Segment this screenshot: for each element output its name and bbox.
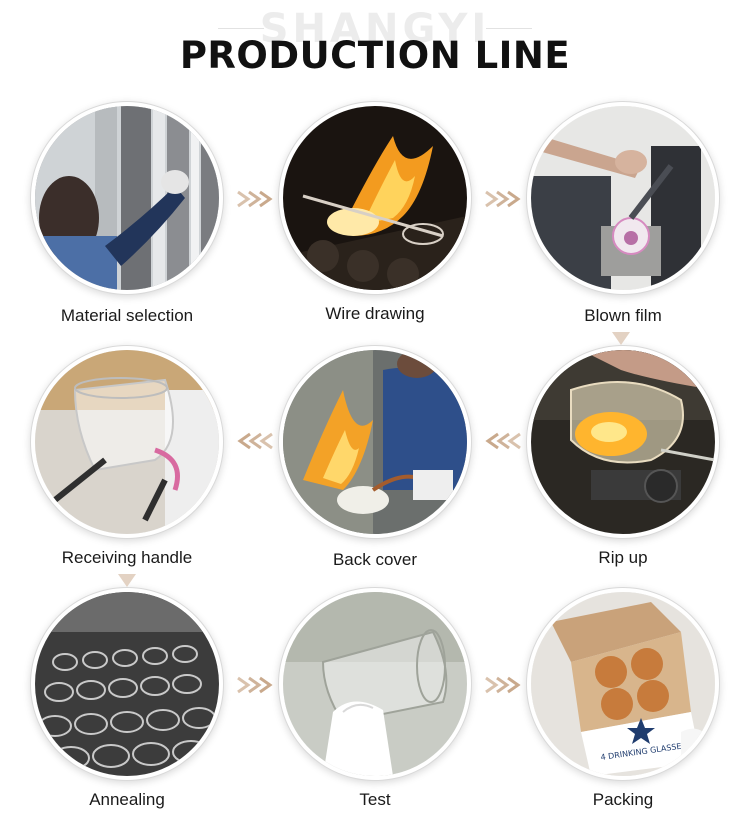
step-label: Back cover xyxy=(332,550,418,569)
rip-up-photo xyxy=(531,350,715,534)
page-title: PRODUCTION LINE xyxy=(179,34,571,77)
arrow-right-icon xyxy=(237,676,273,694)
receiving-handle-photo xyxy=(35,350,219,534)
step-label: Packing xyxy=(592,790,654,809)
arrow-right-icon xyxy=(485,190,521,208)
step-label: Annealing xyxy=(89,790,165,809)
header: SHANGYI PRODUCTION LINE xyxy=(0,0,750,100)
arrow-right-icon xyxy=(237,190,273,208)
arrow-left-icon xyxy=(237,432,273,450)
annealing-photo xyxy=(35,592,219,776)
test-photo xyxy=(283,592,467,776)
wire-drawing-photo xyxy=(283,106,467,290)
step-label: Material selection xyxy=(60,306,194,325)
material-selection-photo xyxy=(35,106,219,290)
arrow-left-icon xyxy=(485,432,521,450)
step-label: Blown film xyxy=(584,306,662,325)
step-label: Wire drawing xyxy=(325,304,425,323)
arrow-down-icon xyxy=(612,332,630,345)
step-label: Test xyxy=(359,790,391,809)
packing-photo: 4 DRINKING GLASSES xyxy=(531,592,715,776)
arrow-right-icon xyxy=(485,676,521,694)
watermark-line-right xyxy=(486,28,532,29)
watermark: SHANGYI xyxy=(259,6,491,52)
back-cover-photo xyxy=(283,350,467,534)
blown-film-photo xyxy=(531,106,715,290)
arrow-down-icon xyxy=(118,574,136,587)
step-label: Receiving handle xyxy=(61,548,193,567)
watermark-line-left xyxy=(218,28,264,29)
step-label: Rip up xyxy=(598,548,648,567)
